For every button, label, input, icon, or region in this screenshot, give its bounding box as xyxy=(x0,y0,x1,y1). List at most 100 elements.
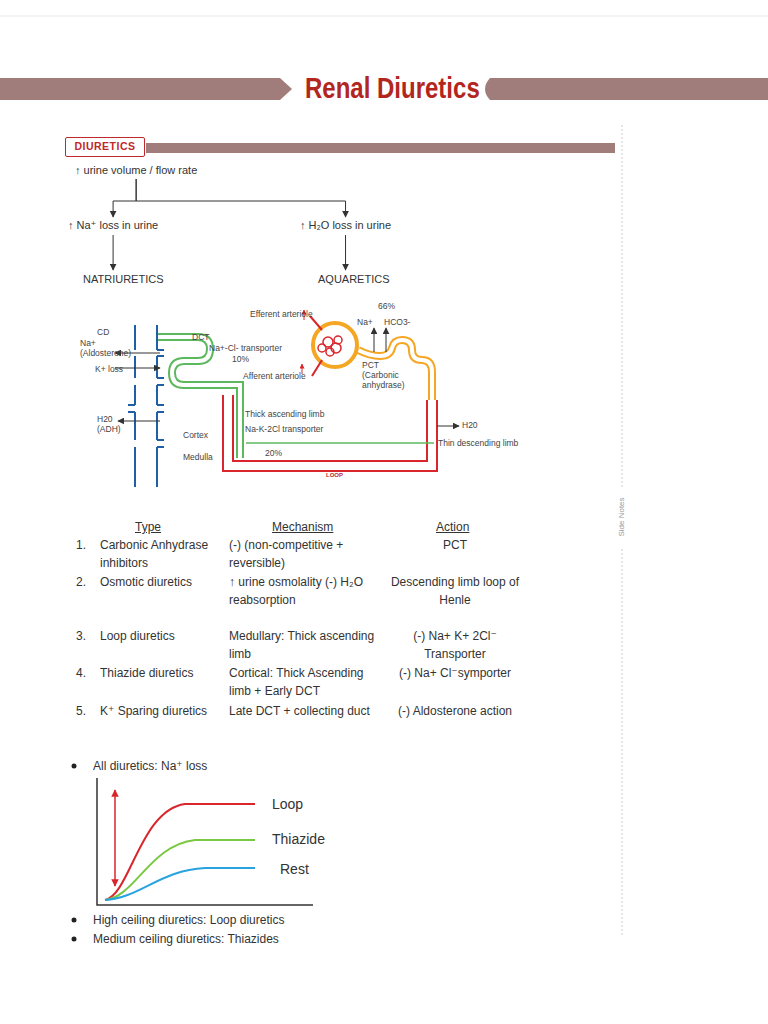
table-cell: 2. xyxy=(76,573,86,591)
flow-step: ↑ H₂O loss in urine xyxy=(300,218,391,232)
bullet-text: High ceiling diuretics: Loop diuretics xyxy=(93,913,284,927)
flow-arrow xyxy=(113,179,136,217)
thiazide-curve xyxy=(105,840,255,900)
reabsorption-arrow xyxy=(374,328,375,352)
ceiling-arrow xyxy=(114,790,116,886)
bullet-text: All diuretics: Na⁺ loss xyxy=(93,759,207,773)
loop-lumen xyxy=(228,395,432,466)
afferent-vessel xyxy=(312,360,322,376)
table-cell: (-) Na+ K+ 2Cl⁻ Transporter xyxy=(385,627,525,663)
diagram-label: H20 (ADH) xyxy=(97,414,127,434)
table-cell: (-) Aldosterone action xyxy=(385,702,525,720)
diagram-label: H20 xyxy=(462,420,478,430)
diagram-label: 66% xyxy=(378,301,395,311)
water-arrow xyxy=(118,421,160,422)
table-cell: Late DCT + collecting duct xyxy=(229,702,379,720)
diagram-label: PCT (Carbonic anhydrase) xyxy=(362,360,408,390)
curve-label: Thiazide xyxy=(272,831,325,847)
rest-curve xyxy=(105,868,255,900)
table-cell: Medullary: Thick ascending limb xyxy=(229,627,379,663)
table-cell: (-) Na+ Cl⁻symporter xyxy=(385,664,525,682)
table-cell: Descending limb loop of Henle xyxy=(385,573,525,609)
node-text: ↑ urine volume / flow rate xyxy=(75,163,197,177)
diagram-label: Na+ (Aldosterone) xyxy=(80,338,138,358)
node-text: NATRIURETICS xyxy=(83,272,163,286)
flow-step: ↑ Na⁺ loss in urine xyxy=(68,218,158,232)
diagram-label: K+ loss xyxy=(95,364,123,374)
flow-step: ↑ urine volume / flow rate xyxy=(75,163,197,177)
diagram-label: 10% xyxy=(232,354,249,364)
table-header: Type xyxy=(135,519,161,535)
diagram-label: HCO3- xyxy=(384,317,410,327)
tubule-lumen xyxy=(158,337,240,458)
table-cell: 4. xyxy=(76,664,86,682)
diagram-label: Efferent arteriole xyxy=(250,309,313,319)
flow-arrow xyxy=(136,179,345,217)
node-text: ↑ H₂O loss in urine xyxy=(300,218,391,232)
table-cell: 1. xyxy=(76,536,86,554)
diagram-label: Thin descending limb xyxy=(438,438,518,448)
node-text: DIURETICS xyxy=(66,138,144,154)
banner-bar xyxy=(0,78,292,100)
table-cell: (-) (non-competitive + reversible) xyxy=(229,536,379,572)
banner-bar xyxy=(485,78,768,100)
table-cell: ↑ urine osmolality (-) H₂O reabsorption xyxy=(229,573,379,609)
side-note: Side Notes xyxy=(617,487,627,547)
loop-of-henle xyxy=(228,395,432,466)
bullet-dot xyxy=(72,918,77,923)
cortex-medulla-line xyxy=(246,442,434,444)
diagram-label: Na+ xyxy=(357,317,373,327)
diagram-label: Na+-Cl- transporter xyxy=(209,343,282,353)
glomerulus xyxy=(318,344,326,352)
diagram-label: DCT xyxy=(192,332,209,342)
duct-ticks xyxy=(128,350,164,447)
diagram-label: Na-K-2Cl transporter xyxy=(245,424,323,434)
collecting-duct xyxy=(135,325,157,487)
table-cell: Osmotic diuretics xyxy=(100,573,224,591)
diagram-label: Cortex xyxy=(183,430,208,440)
bullet-dot xyxy=(72,937,77,942)
bullet-text: Medium ceiling diuretics: Thiazides xyxy=(93,932,279,946)
table-cell: PCT xyxy=(385,536,525,554)
top-rule xyxy=(0,16,768,17)
table-cell: K⁺ Sparing diuretics xyxy=(100,702,224,720)
node-text: ↑ Na⁺ loss in urine xyxy=(68,218,158,232)
table-cell: Loop diuretics xyxy=(100,627,224,645)
flow-arrow xyxy=(345,235,346,270)
table-header: Action xyxy=(436,519,469,535)
bullet-dot xyxy=(72,764,77,769)
table-header: Mechanism xyxy=(272,519,333,535)
glomerulus xyxy=(326,348,334,356)
bowman-capsule xyxy=(313,323,357,367)
curve-label: Rest xyxy=(280,861,309,877)
node-text: AQUARETICS xyxy=(318,272,390,286)
table-cell: Cortical: Thick Ascending limb + Early D… xyxy=(229,664,379,700)
flow-arrow xyxy=(113,235,114,270)
reabsorption-arrow xyxy=(386,328,387,352)
glomerulus xyxy=(334,336,342,344)
tubule-lumen xyxy=(358,340,432,400)
page-title: Renal Diuretics xyxy=(305,70,465,106)
table-cell: Thiazide diuretics xyxy=(100,664,224,682)
diagram-label: Medulla xyxy=(183,452,213,462)
table-cell: 3. xyxy=(76,627,86,645)
diagram-label: CD xyxy=(97,327,109,337)
loop-curve xyxy=(105,804,255,900)
header-box: DIURETICS xyxy=(65,137,145,157)
flow-step: AQUARETICS xyxy=(318,272,390,286)
diagram-label: 20% xyxy=(265,448,282,458)
section-bar xyxy=(146,143,615,153)
diagram-label: Thick ascending limb xyxy=(245,409,324,419)
diagram-label: Afferent arteriole xyxy=(243,371,306,381)
proximal-tubule xyxy=(358,340,432,400)
flow-step: NATRIURETICS xyxy=(83,272,163,286)
distal-tubule xyxy=(158,337,240,458)
curve-label: Loop xyxy=(272,796,303,812)
water-arrow xyxy=(437,426,459,427)
loop-label: LOOP xyxy=(326,472,343,479)
table-cell: 5. xyxy=(76,702,86,720)
table-cell: Carbonic Anhydrase inhibitors xyxy=(100,536,224,572)
